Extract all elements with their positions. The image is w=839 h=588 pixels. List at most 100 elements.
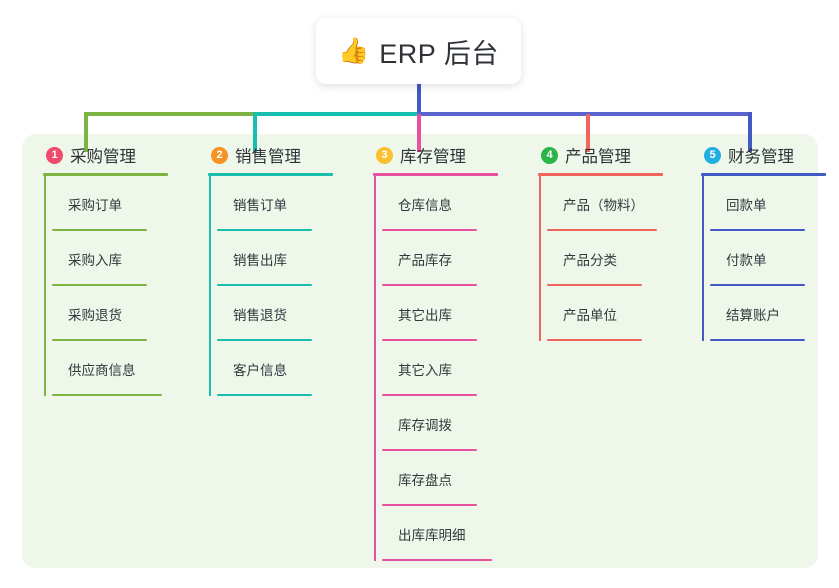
list-item[interactable]: 出库库明细 xyxy=(376,506,533,561)
branch-items-5: 回款单 付款单 结算账户 xyxy=(696,176,839,341)
list-item-label: 采购退货 xyxy=(68,307,122,323)
branches-panel xyxy=(22,134,818,568)
branch-header-4[interactable]: 4 产品管理 xyxy=(533,134,696,176)
list-item-rule xyxy=(382,504,477,506)
list-item-rule xyxy=(547,284,642,286)
list-item-label: 销售订单 xyxy=(233,197,287,213)
list-item[interactable]: 回款单 xyxy=(704,176,839,231)
list-item-label: 库存盘点 xyxy=(398,472,452,488)
list-item[interactable]: 采购入库 xyxy=(46,231,203,286)
branch-badge-1: 1 xyxy=(46,146,63,164)
branch-header-3[interactable]: 3 库存管理 xyxy=(368,134,533,176)
branch-title-4: 产品管理 xyxy=(565,148,631,166)
list-item[interactable]: 库存调拨 xyxy=(376,396,533,451)
branch-badge-2: 2 xyxy=(211,146,228,164)
list-item[interactable]: 库存盘点 xyxy=(376,451,533,506)
list-item-rule xyxy=(52,229,147,231)
list-item-label: 采购入库 xyxy=(68,252,122,268)
list-item-rule xyxy=(547,229,657,231)
branch-header-5[interactable]: 5 财务管理 xyxy=(696,134,839,176)
list-item-label: 仓库信息 xyxy=(398,197,452,213)
list-item[interactable]: 采购订单 xyxy=(46,176,203,231)
list-item-rule xyxy=(382,449,477,451)
list-item-label: 其它出库 xyxy=(398,307,452,323)
list-item[interactable]: 结算账户 xyxy=(704,286,839,341)
list-item-rule xyxy=(52,394,162,396)
list-item-rule xyxy=(52,284,147,286)
list-item[interactable]: 销售订单 xyxy=(211,176,368,231)
list-item[interactable]: 客户信息 xyxy=(211,341,368,396)
branch-header-rule-4 xyxy=(538,173,663,176)
list-item-rule xyxy=(52,339,147,341)
list-item-label: 出库库明细 xyxy=(398,527,466,543)
list-item-label: 结算账户 xyxy=(726,307,780,323)
list-item-label: 付款单 xyxy=(726,252,767,268)
branch-spine-1 xyxy=(44,176,46,396)
branch-header-rule-5 xyxy=(701,173,826,176)
list-item[interactable]: 产品（物料） xyxy=(541,176,696,231)
list-item[interactable]: 仓库信息 xyxy=(376,176,533,231)
list-item-label: 库存调拨 xyxy=(398,417,452,433)
branch-items-2: 销售订单 销售出库 销售退货 客户信息 xyxy=(203,176,368,396)
list-item-label: 供应商信息 xyxy=(68,362,136,378)
list-item[interactable]: 产品分类 xyxy=(541,231,696,286)
branch-title-2: 销售管理 xyxy=(235,148,301,166)
branch-items-4: 产品（物料） 产品分类 产品单位 xyxy=(533,176,696,341)
thumbs-up-icon: 👍 xyxy=(338,36,370,65)
list-item-label: 产品库存 xyxy=(398,252,452,268)
list-item-rule xyxy=(217,229,312,231)
branch-header-2[interactable]: 2 销售管理 xyxy=(203,134,368,176)
list-item-rule xyxy=(217,284,312,286)
branch-items-1: 采购订单 采购入库 采购退货 供应商信息 xyxy=(38,176,203,396)
list-item[interactable]: 产品库存 xyxy=(376,231,533,286)
list-item-rule xyxy=(547,339,642,341)
list-item-rule xyxy=(382,559,492,561)
list-item-rule xyxy=(217,339,312,341)
branch-badge-5: 5 xyxy=(704,146,721,164)
branch-header-rule-1 xyxy=(43,173,168,176)
branch-header-1[interactable]: 1 采购管理 xyxy=(38,134,203,176)
list-item-rule xyxy=(382,394,477,396)
list-item-rule xyxy=(382,339,477,341)
list-item-label: 产品（物料） xyxy=(563,197,644,213)
list-item-label: 客户信息 xyxy=(233,362,287,378)
list-item[interactable]: 付款单 xyxy=(704,231,839,286)
branch-spine-5 xyxy=(702,176,704,341)
branch-column-1: 1 采购管理 采购订单 采购入库 采购退货 供应 xyxy=(38,134,203,568)
list-item-rule xyxy=(217,394,312,396)
branch-badge-4: 4 xyxy=(541,146,558,164)
list-item[interactable]: 供应商信息 xyxy=(46,341,203,396)
root-node[interactable]: 👍 ERP 后台 xyxy=(316,18,521,84)
list-item-label: 其它入库 xyxy=(398,362,452,378)
branch-column-4: 4 产品管理 产品（物料） 产品分类 产品单位 xyxy=(533,134,696,568)
list-item-rule xyxy=(710,284,805,286)
list-item-label: 产品分类 xyxy=(563,252,617,268)
list-item-label: 销售退货 xyxy=(233,307,287,323)
branch-title-3: 库存管理 xyxy=(400,148,466,166)
list-item-label: 销售出库 xyxy=(233,252,287,268)
branch-column-2: 2 销售管理 销售订单 销售出库 销售退货 客户 xyxy=(203,134,368,568)
list-item-rule xyxy=(710,229,805,231)
list-item[interactable]: 产品单位 xyxy=(541,286,696,341)
list-item[interactable]: 其它出库 xyxy=(376,286,533,341)
branch-spine-4 xyxy=(539,176,541,341)
list-item-rule xyxy=(382,229,477,231)
branch-items-3: 仓库信息 产品库存 其它出库 其它入库 库存调拨 xyxy=(368,176,533,561)
branch-title-5: 财务管理 xyxy=(728,148,794,166)
list-item[interactable]: 采购退货 xyxy=(46,286,203,341)
list-item[interactable]: 其它入库 xyxy=(376,341,533,396)
branch-header-rule-3 xyxy=(373,173,498,176)
list-item[interactable]: 销售出库 xyxy=(211,231,368,286)
list-item-rule xyxy=(382,284,477,286)
list-item-label: 产品单位 xyxy=(563,307,617,323)
root-title: ERP 后台 xyxy=(379,38,499,69)
list-item[interactable]: 销售退货 xyxy=(211,286,368,341)
branch-columns: 1 采购管理 采购订单 采购入库 采购退货 供应 xyxy=(22,134,826,568)
branch-badge-3: 3 xyxy=(376,146,393,164)
branch-title-1: 采购管理 xyxy=(70,148,136,166)
branch-column-5: 5 财务管理 回款单 付款单 结算账户 xyxy=(696,134,839,568)
branch-column-3: 3 库存管理 仓库信息 产品库存 其它出库 其它 xyxy=(368,134,533,568)
list-item-label: 回款单 xyxy=(726,197,767,213)
list-item-rule xyxy=(710,339,805,341)
